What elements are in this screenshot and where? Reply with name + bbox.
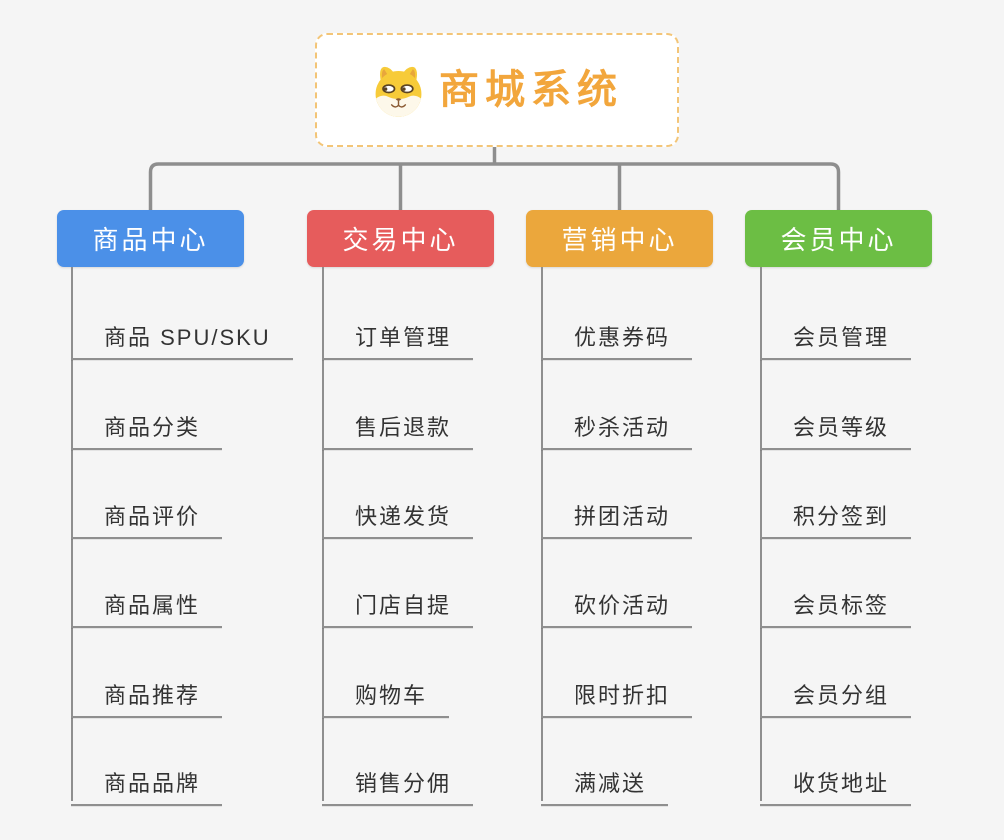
- branch-column-member: 会员管理 会员等级 积分签到 会员标签 会员分组 收货地址: [760, 267, 1004, 812]
- leaf-node[interactable]: 商品品牌: [71, 756, 223, 806]
- leaf-node[interactable]: 拼团活动: [541, 489, 693, 539]
- branch-node-member-center[interactable]: 会员中心: [745, 210, 932, 267]
- leaf-node[interactable]: 商品 SPU/SKU: [71, 310, 293, 360]
- leaf-node[interactable]: 商品分类: [71, 400, 223, 450]
- leaf-node[interactable]: 优惠券码: [541, 310, 693, 360]
- root-node[interactable]: 商城系统: [315, 33, 679, 147]
- branch-spine-line: [541, 267, 543, 801]
- leaf-node[interactable]: 积分签到: [760, 489, 912, 539]
- shiba-dog-icon: [375, 66, 422, 117]
- leaf-node[interactable]: 收货地址: [760, 756, 912, 806]
- leaf-node[interactable]: 门店自提: [322, 578, 474, 628]
- branch-spine-line: [322, 267, 324, 801]
- leaf-node[interactable]: 会员管理: [760, 310, 912, 360]
- branch-spine-line: [760, 267, 762, 801]
- leaf-node[interactable]: 会员标签: [760, 578, 912, 628]
- leaf-node[interactable]: 秒杀活动: [541, 400, 693, 450]
- leaf-node[interactable]: 商品推荐: [71, 668, 223, 718]
- leaf-node[interactable]: 会员分组: [760, 668, 912, 718]
- branch-node-product-center[interactable]: 商品中心: [57, 210, 244, 267]
- leaf-node[interactable]: 商品属性: [71, 578, 223, 628]
- branch-column-marketing: 优惠券码 秒杀活动 拼团活动 砍价活动 限时折扣 满减送: [541, 267, 791, 812]
- branch-node-trade-center[interactable]: 交易中心: [307, 210, 494, 267]
- branch-spine-line: [71, 267, 73, 801]
- leaf-node[interactable]: 售后退款: [322, 400, 474, 450]
- leaf-node[interactable]: 限时折扣: [541, 668, 693, 718]
- leaf-node[interactable]: 会员等级: [760, 400, 912, 450]
- leaf-node[interactable]: 购物车: [322, 668, 450, 718]
- branch-column-trade: 订单管理 售后退款 快递发货 门店自提 购物车 销售分佣: [322, 267, 572, 812]
- leaf-node[interactable]: 砍价活动: [541, 578, 693, 628]
- branch-node-marketing-center[interactable]: 营销中心: [526, 210, 713, 267]
- branch-column-product: 商品 SPU/SKU 商品分类 商品评价 商品属性 商品推荐 商品品牌: [71, 267, 321, 812]
- leaf-node[interactable]: 销售分佣: [322, 756, 474, 806]
- leaf-node[interactable]: 快递发货: [322, 489, 474, 539]
- leaf-node[interactable]: 满减送: [541, 756, 669, 806]
- leaf-node[interactable]: 订单管理: [322, 310, 474, 360]
- root-title: 商城系统: [439, 68, 623, 112]
- leaf-node[interactable]: 商品评价: [71, 489, 223, 539]
